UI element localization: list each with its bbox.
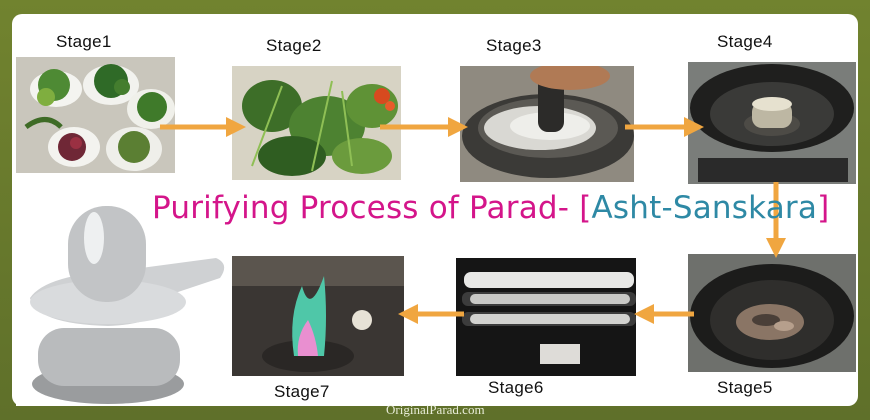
stage4-photo: [688, 62, 856, 184]
title-bracket-close: ]: [817, 190, 830, 226]
stage2-photo: [232, 66, 401, 180]
stage2-label: Stage2: [266, 36, 322, 55]
stage6-label: Stage6: [488, 378, 544, 397]
shivling-photo: [16, 198, 232, 406]
diagram-title: Purifying Process of Parad- [Asht-Sanska…: [152, 190, 829, 226]
stage7-label: Stage7: [274, 382, 330, 401]
stage1-photo: [16, 57, 175, 173]
title-bracket-open: [: [579, 190, 592, 226]
stage3-photo: [460, 66, 634, 182]
stage7-photo: [228, 256, 404, 376]
stage3-label: Stage3: [486, 36, 542, 55]
watermark: OriginalParad.com: [386, 402, 485, 417]
stage4-label: Stage4: [717, 32, 773, 51]
stage5-photo: [688, 254, 856, 372]
title-part2: Asht-Sanskara: [591, 190, 818, 226]
stage5-label: Stage5: [717, 378, 773, 397]
title-part1: Purifying Process of Parad-: [152, 190, 580, 226]
stage1-label: Stage1: [56, 32, 112, 51]
stage6-photo: [456, 258, 636, 376]
